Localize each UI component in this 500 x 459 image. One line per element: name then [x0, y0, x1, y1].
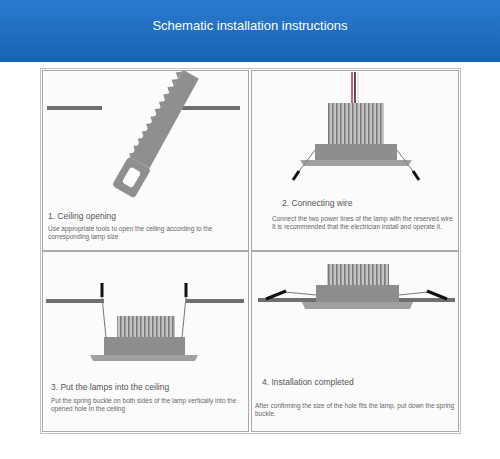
spring-buckle	[102, 283, 186, 338]
saw-icon	[111, 67, 202, 198]
spring-buckle	[293, 150, 419, 180]
spring-buckle	[182, 297, 186, 338]
lamp	[302, 264, 413, 309]
spring-buckle	[399, 292, 428, 295]
ceiling-board	[47, 106, 102, 110]
saw-icon	[112, 156, 152, 198]
step-description: Put the spring buckle on both sides of t…	[51, 397, 243, 414]
saw-icon	[170, 76, 178, 85]
saw-icon	[130, 69, 200, 168]
spring-buckle	[293, 171, 299, 180]
lamp	[316, 285, 399, 302]
frame	[41, 69, 461, 434]
saw-icon	[153, 106, 161, 115]
step-description: After confirming the size of the hole fi…	[255, 402, 455, 419]
saw-icon	[144, 121, 152, 130]
ceiling-board	[47, 106, 240, 110]
lamp	[302, 302, 413, 309]
saw-icon	[165, 84, 173, 93]
saw-icon	[157, 98, 165, 107]
power-wires	[357, 72, 359, 104]
saw-icon	[161, 91, 169, 100]
step-heading: 3. Put the lamps into the ceiling	[51, 383, 243, 393]
spring-buckle	[297, 150, 315, 174]
spring-buckle	[266, 291, 286, 299]
ceiling-board	[186, 299, 244, 303]
saw-icon	[122, 167, 141, 189]
step-heading: 1. Ceiling opening	[48, 212, 243, 222]
lamp	[117, 316, 175, 338]
step-panel: 3. Put the lamps into the ceilingPut the…	[42, 251, 249, 432]
spring-buckle	[427, 291, 447, 299]
spring-buckle	[397, 150, 415, 174]
saw-icon	[140, 128, 148, 137]
saw-icon	[148, 113, 156, 122]
power-wires	[351, 72, 353, 104]
spring-buckle	[413, 171, 419, 180]
spring-buckle	[102, 297, 106, 338]
lamp	[104, 337, 185, 355]
step-description: Connect the two power lines of the lamp …	[272, 215, 454, 232]
spring-buckle	[266, 291, 447, 299]
ceiling-board	[46, 299, 104, 303]
step-heading: 4. Installation completed	[262, 378, 452, 388]
saw-icon	[136, 135, 144, 144]
lamp	[328, 103, 384, 145]
saw-icon	[127, 69, 182, 159]
ceiling-board	[46, 299, 244, 303]
lamp	[327, 264, 389, 286]
step-panel: 1. Ceiling openingUse appropriate tools …	[42, 70, 249, 251]
lamp	[300, 103, 412, 166]
spring-buckle	[185, 283, 188, 297]
step-description: Use appropriate tools to open the ceilin…	[48, 225, 243, 242]
spring-buckle	[285, 292, 316, 295]
header-bar	[0, 0, 500, 62]
step-heading: 2. Connecting wire	[282, 199, 452, 209]
page-title: Schematic installation instructions	[0, 18, 500, 33]
power-wires	[354, 72, 356, 104]
spring-buckle	[101, 283, 104, 297]
step-panel: 2. Connecting wireConnect the two power …	[251, 70, 459, 251]
lamp	[90, 316, 198, 361]
saw-icon	[131, 143, 139, 152]
step-panel: 4. Installation completedAfter confirmin…	[251, 251, 459, 432]
lamp	[90, 355, 198, 361]
lamp	[300, 160, 412, 166]
lamp	[315, 144, 397, 160]
power-wires	[352, 72, 358, 104]
ceiling-board	[182, 106, 240, 110]
